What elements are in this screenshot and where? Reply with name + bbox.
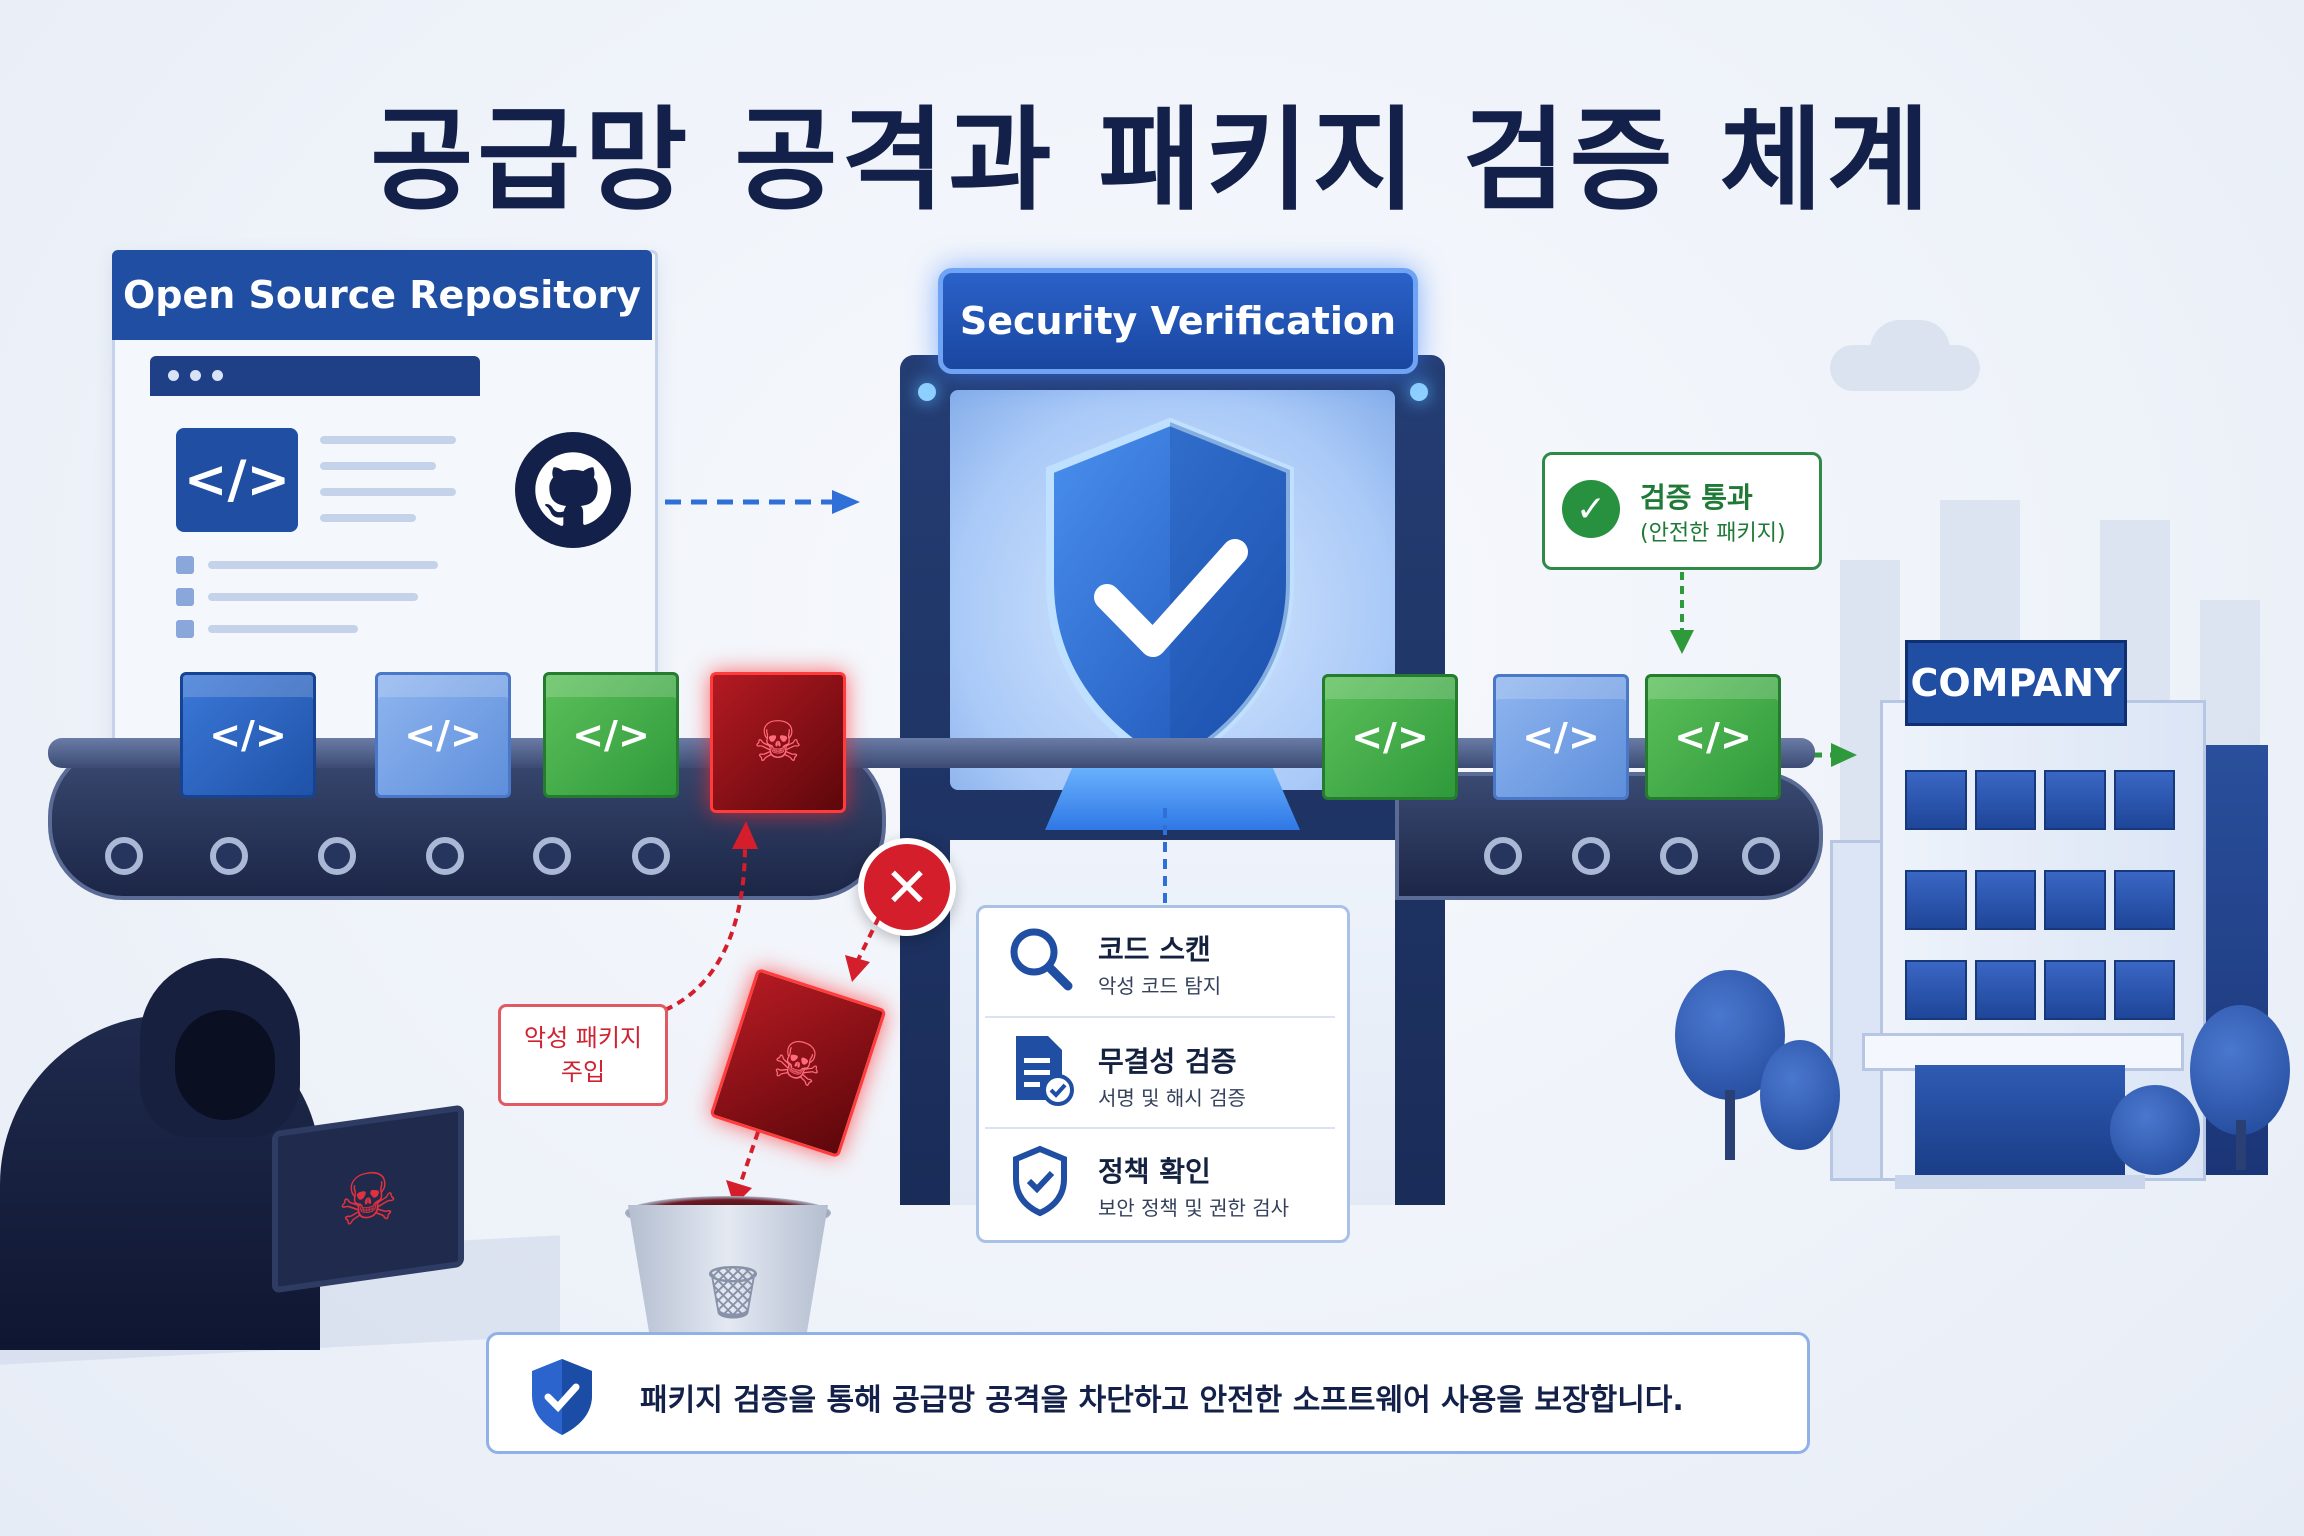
pass-callout-title: 검증 통과 <box>1640 481 1753 514</box>
divider <box>985 1016 1335 1018</box>
package-box: </> <box>180 672 316 798</box>
entrance-door <box>1915 1065 2125 1175</box>
malicious-package: ☠ <box>710 672 846 813</box>
conveyor-wheel <box>105 837 143 875</box>
check-subtitle: 악성 코드 탐지 <box>1098 974 1222 998</box>
package-box: </> <box>1645 674 1781 800</box>
conveyor-wheel <box>533 837 571 875</box>
conveyor-wheel <box>210 837 248 875</box>
text-line <box>208 593 418 601</box>
window-row <box>1905 960 2175 1020</box>
check-subtitle: 보안 정책 및 권한 검사 <box>1098 1196 1290 1220</box>
inject-callout-line1: 악성 패키지 <box>523 1024 643 1052</box>
page-title: 공급망 공격과 패키지 검증 체계 <box>370 96 1934 226</box>
gate-light <box>1410 383 1428 401</box>
conveyor-wheel <box>1484 837 1522 875</box>
text-line <box>208 625 358 633</box>
hacker-face <box>175 1010 275 1120</box>
trash-bin <box>628 1205 828 1350</box>
package-box: </> <box>1493 674 1629 800</box>
package-box: </> <box>543 672 679 798</box>
shield-check-icon <box>1013 1145 1067 1217</box>
tree <box>2190 1005 2290 1135</box>
conveyor-wheel <box>1572 837 1610 875</box>
list-bullet <box>176 620 194 638</box>
pass-callout-subtitle: (안전한 패키지) <box>1640 521 1786 546</box>
browser-dot <box>190 370 201 381</box>
github-icon <box>515 432 631 548</box>
shield-check-icon <box>1046 417 1294 772</box>
reject-icon: ✕ <box>858 838 956 936</box>
divider <box>985 1127 1335 1129</box>
check-subtitle: 서명 및 해시 검증 <box>1098 1086 1246 1110</box>
conveyor-wheel <box>1742 837 1780 875</box>
text-line <box>320 514 416 522</box>
repository-header: Open Source Repository <box>112 250 652 340</box>
cloud <box>1870 320 1950 380</box>
reject-arrow <box>845 904 887 982</box>
connector-line <box>1163 808 1167 908</box>
check-title: 코드 스캔 <box>1098 933 1211 966</box>
conveyor-wheel <box>1660 837 1698 875</box>
inject-callout-line2: 주입 <box>560 1058 606 1086</box>
tree <box>2110 1085 2200 1175</box>
conveyor-wheel <box>426 837 464 875</box>
skull-icon: ☠ <box>752 710 804 775</box>
code-icon: </> <box>176 428 298 532</box>
flow-arrow <box>665 490 860 514</box>
skull-icon: ☠ <box>337 1155 399 1243</box>
window-row <box>1905 770 2175 830</box>
flow-arrow <box>1670 572 1694 654</box>
browser-dot <box>212 370 223 381</box>
list-bullet <box>176 556 194 574</box>
company-sign: COMPANY <box>1905 640 2127 726</box>
package-box: </> <box>1322 674 1458 800</box>
tree <box>1760 1040 1840 1150</box>
package-box: </> <box>375 672 511 798</box>
text-line <box>320 488 456 496</box>
tree-trunk <box>1725 1090 1735 1160</box>
skull-icon: ☠ <box>764 1024 832 1102</box>
text-line <box>320 462 436 470</box>
entrance-step <box>1895 1175 2145 1189</box>
browser-dot <box>168 370 179 381</box>
check-title: 정책 확인 <box>1098 1155 1211 1188</box>
summary-text: 패키지 검증을 통해 공급망 공격을 차단하고 안전한 소프트웨어 사용을 보장… <box>640 1383 1684 1418</box>
injection-arrow <box>664 821 758 1012</box>
window-row <box>1905 870 2175 930</box>
summary-banner <box>486 1332 1810 1454</box>
magnifier-icon <box>1010 928 1073 991</box>
check-icon: ✓ <box>1562 480 1620 538</box>
trash-icon: 🗑 <box>700 1263 767 1323</box>
text-line <box>208 561 438 569</box>
gate-platform-glow <box>1045 760 1300 830</box>
document-check-icon <box>1016 1036 1074 1106</box>
text-line <box>320 436 456 444</box>
hacker-laptop: ☠ <box>272 1104 464 1294</box>
tree-trunk <box>2236 1120 2246 1170</box>
list-bullet <box>176 588 194 606</box>
security-verification-label: Security Verification <box>938 268 1418 374</box>
conveyor-wheel <box>632 837 670 875</box>
gate-light <box>918 383 936 401</box>
shield-check-icon <box>532 1359 592 1435</box>
inject-callout: 악성 패키지 주입 <box>498 1004 668 1106</box>
conveyor-wheel <box>318 837 356 875</box>
check-title: 무결성 검증 <box>1098 1045 1237 1078</box>
browser-bar <box>150 356 480 396</box>
